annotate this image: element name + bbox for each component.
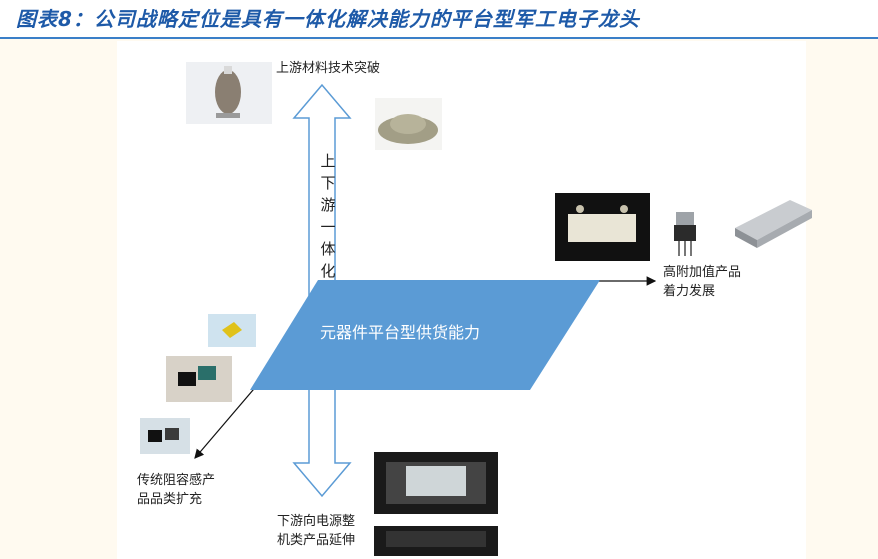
label-high-value-line1: 高附加值产品 — [663, 265, 742, 280]
vertical-char: 上 — [320, 152, 336, 170]
material-powder-image — [375, 98, 442, 150]
transistor-image — [674, 212, 696, 256]
title-rule — [0, 37, 878, 39]
label-downstream-line1: 下游向电源整 — [277, 514, 356, 529]
label-passive-line2: 品品类扩充 — [137, 492, 203, 507]
power-supply-unit-image-2 — [374, 526, 498, 556]
chip-component-image-3 — [140, 418, 190, 454]
label-high-value-line2: 着力发展 — [663, 284, 716, 299]
vertical-char: 下 — [320, 174, 336, 192]
power-module-image — [555, 193, 650, 261]
vertical-integration-label: 上 下 游 一 体 化 — [318, 150, 338, 282]
material-flask-image — [186, 62, 272, 124]
vertical-char: 化 — [320, 262, 336, 280]
platform-supply-label: 元器件平台型供货能力 — [320, 323, 481, 342]
vertical-char: 一 — [320, 218, 336, 236]
header: 图表8：公司战略定位是具有一体化解决能力的平台型军工电子龙头 — [0, 0, 878, 38]
vertical-char: 体 — [320, 240, 336, 258]
vertical-char: 游 — [320, 196, 336, 214]
chip-component-image-1 — [208, 314, 256, 347]
figure-title: 图表8：公司战略定位是具有一体化解决能力的平台型军工电子龙头 — [16, 7, 640, 31]
chip-component-image-2 — [166, 356, 232, 402]
label-downstream-line2: 机类产品延伸 — [277, 533, 356, 548]
hybrid-module-image — [735, 200, 812, 248]
power-supply-unit-image-1 — [374, 452, 498, 514]
label-upstream-materials: 上游材料技术突破 — [276, 61, 381, 76]
label-passive-line1: 传统阻容感产 — [137, 473, 216, 488]
platform-parallelogram — [250, 280, 600, 390]
